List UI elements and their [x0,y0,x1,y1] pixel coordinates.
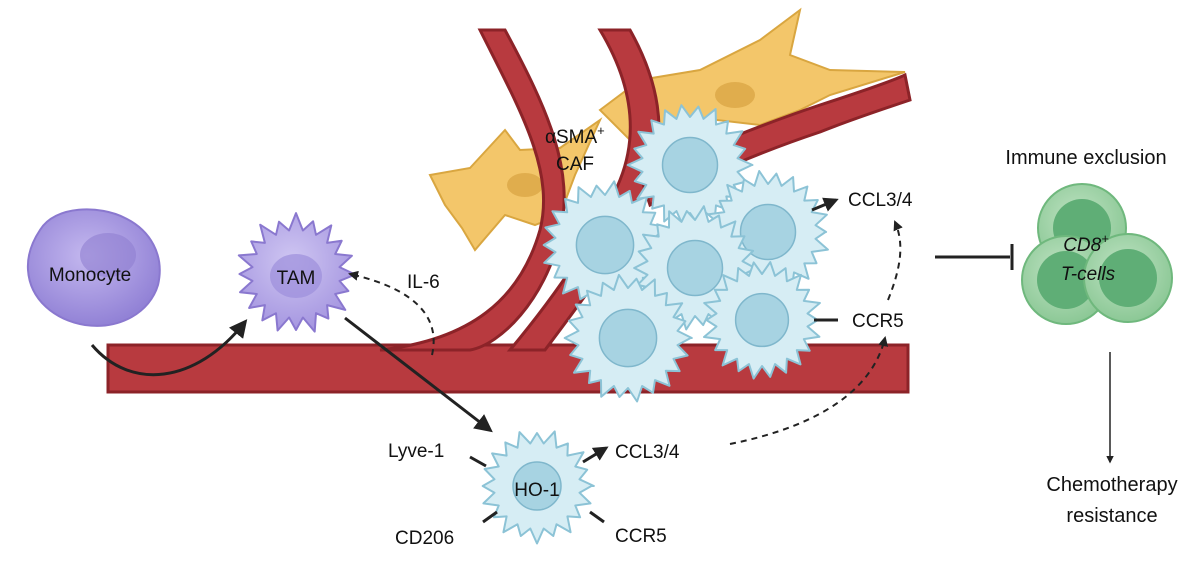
tumor-cell-6-nucleus [734,292,790,348]
tcells-label: T-cells [1061,264,1116,285]
il6-label: IL-6 [407,272,440,293]
caf-label-line2: CAF [556,154,594,175]
monocyte-label: Monocyte [49,265,131,286]
cd206-label: CD206 [395,528,454,549]
tumor-cell-1-nucleus [575,215,635,275]
ho1-macrophage-cell [481,430,595,545]
caf-label-sup: + [597,123,605,138]
chemo-label-line2: resistance [1066,505,1157,527]
arrow-il6-to-tam [348,270,435,356]
lyve1-receptor [469,455,487,468]
caf-nucleus-right [715,82,755,108]
arrow-tumor-ccl34-secretion [811,197,839,212]
arrow-ccl34-to-ccr5 [729,336,888,445]
cd8-tcell-cluster [1021,183,1173,325]
tcell-left-nucleus [1037,251,1095,309]
tumor-cell-2-nucleus [661,136,719,194]
tam-nucleus [270,254,322,298]
monocyte-cell: Monocyte [26,208,161,327]
ccr5-top-label: CCR5 [852,311,904,332]
ccr5-bottom-label: CCR5 [615,526,667,547]
tumor-cell-5 [563,273,693,403]
lyve1-label: Lyve-1 [388,441,444,462]
caf-nucleus-left [507,173,543,197]
tam-cell [237,212,358,333]
monocyte-nucleus [80,233,136,277]
ho1-cell [481,430,595,545]
tumor-cell-cluster [542,104,829,403]
arrow-ccr5-to-ccl34 [887,220,903,301]
arrow-tam-to-ho1 [344,316,493,433]
cd8-label: CD8+ [1063,231,1109,256]
arrows [90,197,1114,464]
cd8-label-sup: + [1101,231,1109,246]
tcell-right-nucleus [1099,249,1157,307]
arrow-monocyte-to-tam [90,319,248,377]
ho1-label: HO-1 [514,480,559,501]
ccl34-bottom-label: CCL3/4 [615,442,680,463]
arrow-ho1-ccl34-secretion [582,446,609,464]
caf-label-line1: αSMA+ [545,123,605,148]
ho1-cell-nucleus [512,461,562,511]
immune-exclusion-label: Immune exclusion [1005,147,1166,169]
ccl34-top-label: CCL3/4 [848,190,913,211]
cd8-label-text: CD8 [1063,235,1101,256]
tam-label: TAM [277,268,316,289]
vessel-branch-left [379,28,566,352]
tumor-cell-6 [703,261,821,380]
caf-label-asma: αSMA [545,127,597,148]
chemo-label-line1: Chemotherapy [1046,474,1177,496]
cd206-receptor [482,510,498,524]
tumor-cell-3-nucleus [739,203,797,261]
ccr5-bottom-receptor [589,510,605,524]
tumor-cell-5-nucleus [598,308,658,368]
tumor-cell-4-nucleus [666,239,724,297]
tumor-cell-2 [626,104,754,227]
